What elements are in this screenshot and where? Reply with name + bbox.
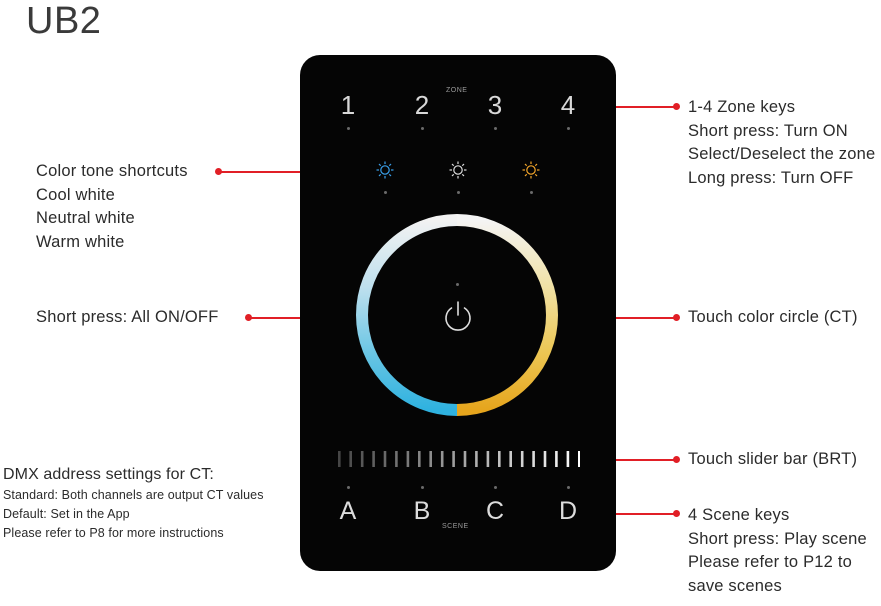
slider-tick: [349, 451, 352, 467]
color-tone-annotation: Color tone shortcuts Cool white Neutral …: [36, 160, 188, 254]
neutral-white-text: Neutral white: [36, 209, 135, 227]
scene-key-d[interactable]: D: [558, 497, 578, 525]
scene-keys-annotation: 4 Scene keys Short press: Play scene Ple…: [688, 504, 867, 598]
scene-short-press-text: Short press: Play scene: [688, 529, 867, 548]
dmx-heading: DMX address settings for CT:: [3, 466, 214, 483]
zone-key-1[interactable]: 1: [340, 90, 356, 120]
slider-tick: [395, 451, 398, 467]
slider-tick: [383, 451, 387, 467]
tone-led-cool: [384, 191, 387, 194]
slider-tick: [498, 451, 501, 467]
slider-leader-dot: [673, 456, 680, 463]
color-circle-annotation: Touch color circle (CT): [688, 308, 858, 326]
scene-keys-heading: 4 Scene keys: [688, 506, 790, 524]
scene-led-c: [494, 486, 497, 489]
scene-keys-leader-dot: [673, 510, 680, 517]
scene-led-b: [421, 486, 424, 489]
slider-tick: [452, 451, 455, 467]
zone-led-2: [421, 127, 424, 130]
slider-tick: [360, 451, 364, 467]
page-title: UB2: [26, 0, 102, 42]
zone-key-2[interactable]: 2: [414, 90, 430, 120]
color-tone-leader-line: [219, 171, 340, 173]
zone-keys-annotation: 1-4 Zone keys Short press: Turn ON Selec…: [688, 96, 875, 190]
slider-tick: [520, 451, 524, 467]
slider-tick: [509, 451, 512, 467]
scene-key-b[interactable]: B: [413, 497, 431, 525]
zone-key-3[interactable]: 3: [487, 90, 503, 120]
zone-select-text: Select/Deselect the zone: [688, 145, 876, 163]
power-led: [456, 283, 459, 286]
slider-annotation: Touch slider bar (BRT): [688, 450, 858, 468]
scene-led-d: [567, 486, 570, 489]
scene-save-text: save scenes: [688, 576, 782, 595]
slider-tick: [532, 451, 535, 467]
color-tone-leader-dot: [215, 168, 222, 175]
dmx-default-text: Default: Set in the App: [3, 507, 130, 521]
scene-key-a[interactable]: A: [339, 497, 357, 525]
zone-led-3: [494, 127, 497, 130]
all-onoff-annotation: Short press: All ON/OFF: [36, 308, 219, 326]
slider-tick: [463, 451, 467, 467]
zone-short-press-text: Short press: Turn ON: [688, 121, 848, 140]
slider-tick: [555, 451, 558, 467]
cool-white-text: Cool white: [36, 185, 116, 204]
slider-tick: [578, 451, 580, 467]
zone-key-4[interactable]: 4: [560, 90, 576, 120]
color-circle-leader-dot: [673, 314, 680, 321]
zone-led-4: [567, 127, 570, 130]
slider-tick: [372, 451, 375, 467]
warm-white-text: Warm white: [36, 232, 125, 251]
zone-label: ZONE: [446, 87, 468, 94]
tone-led-warm: [530, 191, 533, 194]
slider-tick: [338, 451, 341, 467]
scene-led-a: [347, 486, 350, 489]
dmx-annotation: DMX address settings for CT: Standard: B…: [3, 464, 264, 543]
brightness-slider[interactable]: [338, 451, 580, 467]
color-circle-leader-line: [571, 317, 674, 319]
dmx-standard-text: Standard: Both channels are output CT va…: [3, 488, 264, 502]
color-circle-ring[interactable]: [356, 214, 558, 416]
slider-tick: [429, 451, 432, 467]
scene-refer-text: Please refer to P12 to: [688, 553, 852, 571]
all-onoff-leader-dot: [245, 314, 252, 321]
scene-label: SCENE: [442, 523, 469, 530]
tone-led-neutral: [457, 191, 460, 194]
dmx-refer-text: Please refer to P8 for more instructions: [3, 526, 224, 540]
slider-tick: [486, 451, 490, 467]
warm-white-sun-icon[interactable]: [521, 160, 541, 180]
slider-leader-line: [596, 459, 674, 461]
slider-tick: [566, 451, 570, 467]
zone-keys-heading: 1-4 Zone keys: [688, 98, 796, 116]
zone-long-press-text: Long press: Turn OFF: [688, 168, 854, 187]
slider-tick: [475, 451, 478, 467]
cool-white-sun-icon[interactable]: [375, 160, 395, 180]
scene-keys-leader-line: [592, 513, 674, 515]
power-icon[interactable]: [440, 298, 476, 334]
slider-tick: [440, 451, 444, 467]
slider-tick: [406, 451, 410, 467]
zone-keys-leader-line: [590, 106, 674, 108]
scene-key-c[interactable]: C: [485, 497, 505, 525]
slider-tick: [418, 451, 421, 467]
color-tone-heading: Color tone shortcuts: [36, 162, 188, 180]
neutral-white-sun-icon[interactable]: [448, 160, 468, 180]
slider-tick: [543, 451, 547, 467]
zone-keys-leader-dot: [673, 103, 680, 110]
zone-led-1: [347, 127, 350, 130]
